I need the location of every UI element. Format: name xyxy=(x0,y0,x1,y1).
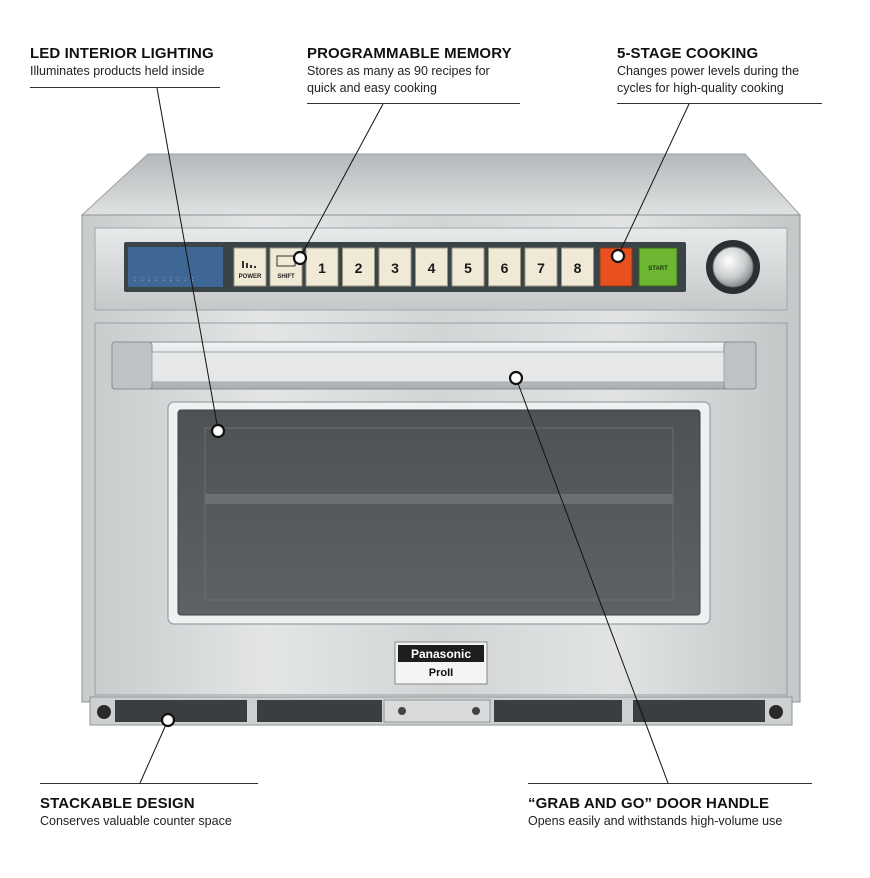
handle-end-left xyxy=(111,341,153,390)
number-key-label: 4 xyxy=(428,260,436,276)
shift-button-label: SHIFT xyxy=(277,274,295,280)
number-key-8[interactable] xyxy=(561,247,594,287)
window-inner-shelf xyxy=(205,494,673,504)
base-vents xyxy=(115,700,765,722)
callout-description-line-1: Changes power levels during the xyxy=(617,64,800,78)
callout-rule xyxy=(30,87,220,88)
number-key-label: 3 xyxy=(391,260,399,276)
marker-memory xyxy=(292,250,308,266)
number-key-label: 5 xyxy=(464,260,472,276)
callout-rule xyxy=(617,103,822,104)
callout-description-line-2: quick and easy cooking xyxy=(307,81,437,95)
brand-badge-strip xyxy=(398,645,484,662)
callout-door-handle: “GRAB AND GO” DOOR HANDLE Opens easily a… xyxy=(528,795,782,830)
callout-programmable-memory: PROGRAMMABLE MEMORY Stores as many as 90… xyxy=(307,45,512,97)
base-screw-icon xyxy=(472,707,480,715)
start-button[interactable] xyxy=(638,247,678,287)
leader-line-handle xyxy=(515,377,669,784)
marker-handle xyxy=(508,370,524,386)
foot-right-icon xyxy=(769,705,783,719)
power-level-icon xyxy=(242,261,256,268)
lcd-display xyxy=(128,247,223,287)
base-center-plate xyxy=(383,699,491,723)
callout-description-line-1: Stores as many as 90 recipes for xyxy=(307,64,490,78)
callout-markers xyxy=(160,248,626,728)
number-key-5[interactable] xyxy=(451,247,485,287)
number-key-label: 6 xyxy=(501,260,509,276)
callout-rule xyxy=(40,783,258,784)
number-key-label: 1 xyxy=(318,260,326,276)
brand-name: Panasonic xyxy=(411,647,471,661)
leader-line-memory xyxy=(299,103,384,259)
number-key-1[interactable] xyxy=(305,247,339,287)
number-key-4[interactable] xyxy=(415,247,448,287)
start-button-label: START xyxy=(648,266,668,272)
handle-end-right xyxy=(723,341,757,390)
number-key-label: 7 xyxy=(537,260,545,276)
number-keys: 1 2 3 4 5 6 7 8 xyxy=(305,247,594,287)
number-key-label: 2 xyxy=(355,260,363,276)
callout-title: 5-STAGE COOKING xyxy=(617,45,759,62)
brand-model: ProII xyxy=(429,667,453,679)
leader-line-led xyxy=(156,87,219,431)
callout-led-lighting: LED INTERIOR LIGHTING Illuminates produc… xyxy=(30,45,214,80)
callout-description-line-2: cycles for high-quality cooking xyxy=(617,81,784,95)
leader-lines xyxy=(139,87,690,784)
window-glass xyxy=(177,409,701,616)
number-key-2[interactable] xyxy=(342,247,375,287)
leader-line-stackable xyxy=(139,719,169,784)
number-key-3[interactable] xyxy=(378,247,412,287)
callout-description: Conserves valuable counter space xyxy=(40,814,232,828)
callout-rule xyxy=(307,103,520,104)
base-screw-icon xyxy=(398,707,406,715)
power-button-label: POWER xyxy=(239,274,262,280)
marker-stage xyxy=(610,248,626,264)
number-key-7[interactable] xyxy=(524,247,558,287)
callout-description: Opens easily and withstands high-volume … xyxy=(528,814,783,828)
window-inner-cavity xyxy=(204,427,674,601)
callout-stackable-design: STACKABLE DESIGN Conserves valuable coun… xyxy=(40,795,232,830)
leader-line-stage xyxy=(617,103,690,257)
callout-title: PROGRAMMABLE MEMORY xyxy=(307,45,512,62)
handle-bar xyxy=(151,351,725,383)
callout-title: STACKABLE DESIGN xyxy=(40,795,195,812)
callout-title: “GRAB AND GO” DOOR HANDLE xyxy=(528,795,770,812)
microwave-top xyxy=(80,153,802,216)
callout-rule xyxy=(528,783,812,784)
callout-5-stage-cooking: 5-STAGE COOKING Changes power levels dur… xyxy=(617,45,799,97)
marker-stackable xyxy=(160,712,176,728)
number-key-6[interactable] xyxy=(488,247,521,287)
callout-description: Illuminates products held inside xyxy=(30,64,205,78)
marker-led xyxy=(210,423,226,439)
lcd-display-text: : : : : : : : : : xyxy=(133,276,194,283)
control-knob-face xyxy=(712,246,754,288)
callout-title: LED INTERIOR LIGHTING xyxy=(30,45,214,62)
number-key-label: 8 xyxy=(574,260,582,276)
foot-left-icon xyxy=(97,705,111,719)
